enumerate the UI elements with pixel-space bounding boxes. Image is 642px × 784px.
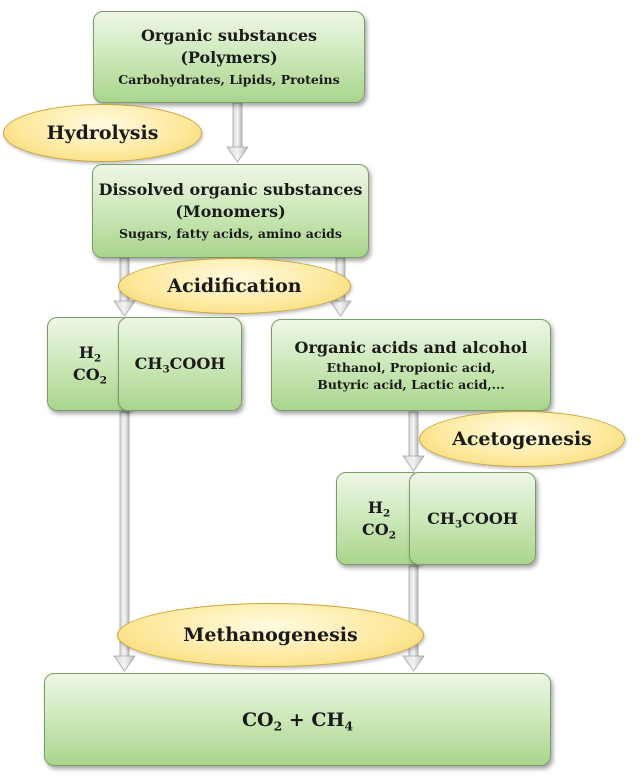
final-products: CO2 + CH4	[241, 708, 354, 733]
co2-right: CO2	[362, 519, 396, 542]
stage-acidification-label: Acidification	[167, 275, 302, 297]
monomers-detail: Sugars, fatty acids, amino acids	[119, 226, 342, 241]
organic-acids-title: Organic acids and alcohol	[294, 338, 528, 357]
arrow-organic-acids-to-acetogenesis-products	[402, 411, 425, 472]
arrow-right-to-final	[402, 565, 425, 672]
co2-left: CO2	[73, 365, 107, 387]
final-products-box: CO2 + CH4	[44, 673, 551, 766]
stage-acetogenesis: Acetogenesis	[419, 411, 625, 467]
h2-right: H2	[367, 497, 391, 520]
polymers-title-1: Organic substances	[140, 26, 318, 45]
acetic-acid-left: CH3COOH	[134, 354, 226, 376]
organic-acids-line-2: Butyric acid, Lactic acid,...	[317, 377, 505, 392]
arrow-left-to-final	[113, 411, 136, 672]
h2-left: H2	[78, 343, 102, 365]
polymers-title-2: (Polymers)	[180, 48, 278, 67]
arrow-polymers-to-monomers	[226, 102, 249, 163]
organic-acids-line-1: Ethanol, Propionic acid,	[326, 360, 496, 375]
stage-methanogenesis-label: Methanogenesis	[183, 624, 358, 646]
polymers-box: Organic substances (Polymers) Carbohydra…	[93, 11, 365, 103]
stage-acidification: Acidification	[118, 258, 351, 314]
polymers-detail: Carbohydrates, Lipids, Proteins	[118, 72, 340, 87]
monomers-title-1: Dissolved organic substances	[98, 180, 363, 199]
h2-co2-right-box: H2 CO2	[336, 472, 422, 565]
acetic-acid-left-box: CH3COOH	[118, 317, 242, 411]
monomers-title-2: (Monomers)	[175, 202, 286, 221]
monomers-box: Dissolved organic substances (Monomers) …	[92, 164, 369, 258]
stage-acetogenesis-label: Acetogenesis	[452, 428, 592, 450]
organic-acids-box: Organic acids and alcohol Ethanol, Propi…	[271, 319, 551, 411]
stage-methanogenesis: Methanogenesis	[117, 603, 424, 667]
stage-hydrolysis-label: Hydrolysis	[46, 122, 159, 144]
stage-hydrolysis: Hydrolysis	[3, 104, 202, 162]
acetic-acid-right-box: CH3COOH	[409, 472, 536, 565]
acetic-acid-right: CH3COOH	[427, 508, 518, 531]
